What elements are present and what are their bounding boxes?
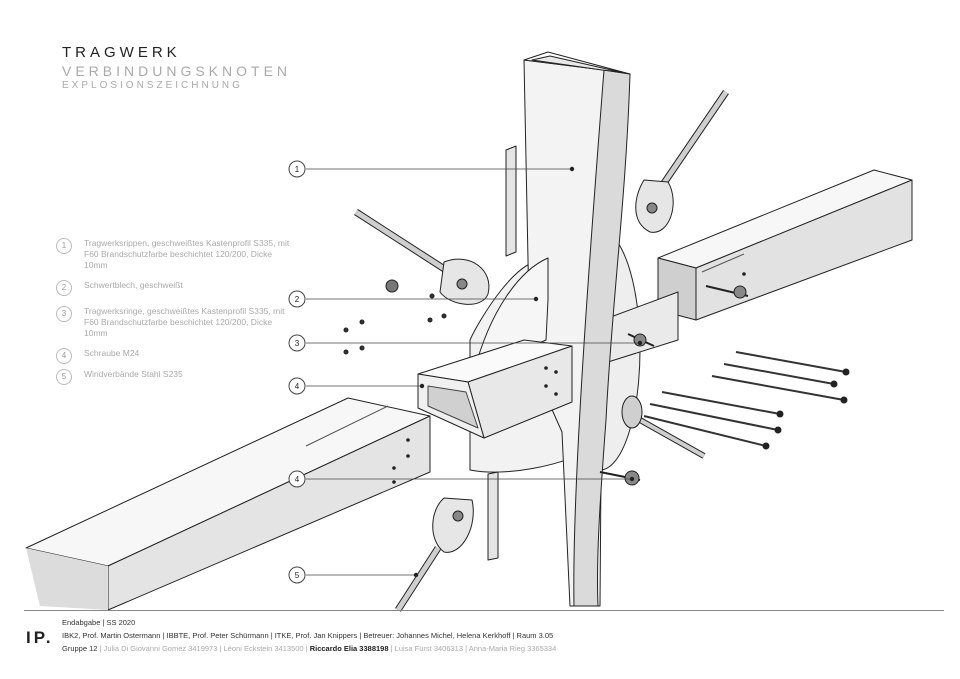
legend-number: 3 <box>56 306 72 322</box>
footer-member-highlight: Riccardo Elia 3388198 <box>309 644 389 653</box>
footer-members-b: | Luisa Fürst 3406313 | Anna-Maria Rieg … <box>390 644 557 653</box>
callout-leaders <box>306 168 640 576</box>
footer-group: Gruppe 12 <box>62 644 98 653</box>
title-subtitle-2: EXPLOSIONSZEICHNUNG <box>62 80 243 91</box>
ring-beam-left <box>25 397 431 611</box>
footer-institutes: IBK2, Prof. Martin Ostermann | IBBTE, Pr… <box>62 631 554 640</box>
title-main: TRAGWERK <box>62 44 181 61</box>
tension-rod-left <box>354 209 490 305</box>
wind-brace-rods <box>643 351 847 447</box>
callout-3: 3 <box>288 334 306 352</box>
tension-rod-top-right <box>635 90 729 233</box>
legend-text: Schwertblech, geschweißt <box>84 280 183 290</box>
legend-text: Windverbände Stahl S235 <box>84 369 183 379</box>
tension-rod-right-lower <box>621 395 706 459</box>
legend-number: 5 <box>56 369 72 385</box>
svg-text:2: 2 <box>295 295 300 304</box>
legend-item-5: 5 Windverbände Stahl S235 <box>56 369 294 385</box>
legend-number: 4 <box>56 348 72 364</box>
footer-group-line: Gruppe 12 | Julia Di Giovanni Gomez 3419… <box>62 644 556 653</box>
ring-beam-right <box>657 169 913 321</box>
legend-text: Tragwerksrippen, geschweißtes Kastenprof… <box>84 238 290 270</box>
svg-text:3: 3 <box>295 339 300 348</box>
rod-ends <box>762 368 850 450</box>
callout-4a: 4 <box>288 377 306 395</box>
svg-text:1: 1 <box>295 165 300 174</box>
institute-logo: IP. <box>26 628 54 647</box>
footer-submission: Endabgabe | SS 2020 <box>62 618 136 627</box>
legend-item-1: 1 Tragwerksrippen, geschweißtes Kastenpr… <box>56 238 294 271</box>
legend-text: Schraube M24 <box>84 348 140 358</box>
bolt-group <box>343 279 749 486</box>
side-plate-upper <box>505 145 517 257</box>
title-subtitle: VERBINDUNGSKNOTEN <box>62 63 292 79</box>
legend-number: 1 <box>56 238 72 254</box>
main-rib-column <box>523 51 631 607</box>
legend-item-4: 4 Schraube M24 <box>56 348 294 364</box>
footer-divider <box>24 610 944 611</box>
svg-text:5: 5 <box>295 571 300 580</box>
tension-rod-bottom <box>395 497 474 612</box>
callout-5: 5 <box>288 566 306 584</box>
callout-2: 2 <box>288 290 306 308</box>
side-plate-lower <box>487 471 499 561</box>
legend-item-3: 3 Tragwerksringe, geschweißtes Kastenpro… <box>56 306 294 339</box>
callout-1: 1 <box>288 160 306 178</box>
footer-members-a: | Julia Di Giovanni Gomez 3419973 | Léon… <box>99 644 308 653</box>
svg-text:4: 4 <box>295 475 300 484</box>
svg-text:4: 4 <box>295 382 300 391</box>
legend-item-2: 2 Schwertblech, geschweißt <box>56 280 294 296</box>
legend-number: 2 <box>56 280 72 296</box>
callout-4b: 4 <box>288 470 306 488</box>
footer: IP. Endabgabe | SS 2020 IBK2, Prof. Mart… <box>24 610 944 670</box>
box-profile-node <box>417 339 573 439</box>
legend-text: Tragwerksringe, geschweißtes Kastenprofi… <box>84 306 285 338</box>
callout-dots <box>413 166 643 578</box>
